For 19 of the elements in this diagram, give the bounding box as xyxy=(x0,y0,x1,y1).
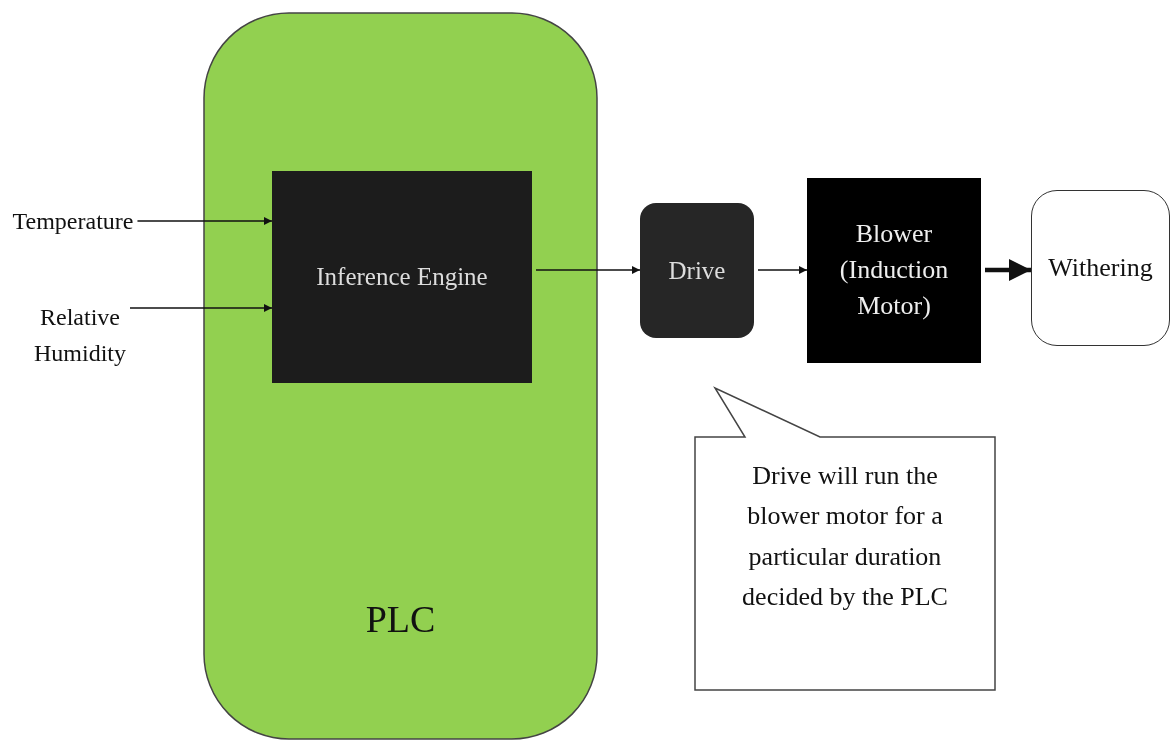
process-box xyxy=(807,178,981,363)
callout-bubble xyxy=(693,386,997,692)
process-box xyxy=(1031,190,1170,346)
arrow xyxy=(757,266,808,274)
node-label: Withering xyxy=(1047,252,1154,284)
node-label: Drive xyxy=(667,255,727,286)
arrow xyxy=(535,266,641,274)
node-label: Blower (Induction Motor) xyxy=(838,217,950,323)
arrow xyxy=(985,258,1031,282)
node-label: Inference Engine xyxy=(315,262,489,292)
process-box xyxy=(272,171,532,383)
arrow xyxy=(136,217,273,225)
node-label: Temperature xyxy=(11,206,135,236)
arrow xyxy=(129,304,273,312)
process-box xyxy=(640,203,754,338)
node-label: Relative Humidity xyxy=(33,303,127,368)
callout-text: Drive will run the blower motor for a particular duration decided by the PLC xyxy=(741,460,949,613)
block-label: PLC xyxy=(364,597,437,642)
plc-block xyxy=(203,12,598,740)
